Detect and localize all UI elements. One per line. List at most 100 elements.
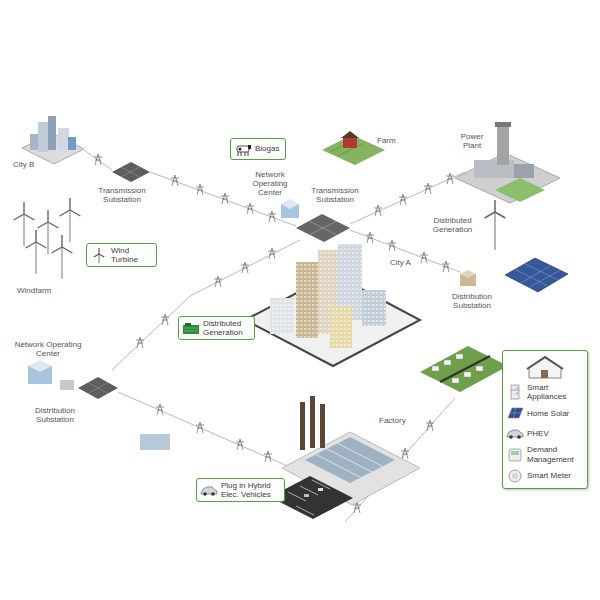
car [318,488,323,491]
house-icon-part [527,357,563,369]
demand-icon [506,447,524,463]
tower-top [495,122,511,127]
pylon [264,451,272,462]
plant-lawn [495,178,545,202]
feature-text: Home Solar [527,409,569,418]
turbine-icon-part [94,248,104,257]
place-label: Farm [376,136,397,145]
control-building-roof [281,199,299,209]
place-label: Transmission Substation [91,186,153,204]
pylon [236,439,244,450]
cow-icon-part [237,146,249,152]
text-column: Plug in Hybrid Elec. Vehicles [221,481,279,499]
building [38,122,48,152]
place-label: Power Plant [455,132,489,150]
barn [343,138,357,148]
box-text: Plug in Hybrid Elec. Vehicles [221,481,279,499]
box-text: Distributed Generation [203,319,249,337]
pylon [161,314,169,325]
callout-box: Wind Turbine [86,243,157,267]
car-icon-part [507,430,523,437]
demand-icon-part [509,449,521,461]
pylon [401,448,409,459]
pylon [268,248,276,259]
car-icon [506,425,524,441]
power-line [84,150,112,170]
box-text: Biogas [255,144,279,153]
neighborhood [420,346,508,392]
place-label: Distributed Generation [424,216,481,234]
cooling-tower [497,125,509,165]
demand-icon-part [511,451,519,455]
house-icon-part [529,358,561,378]
substation-building [60,380,74,390]
place-label: City B [12,160,35,169]
place-label: Distribution Substation [25,406,85,424]
solar-grid [515,264,560,287]
generator-icon-part [184,328,198,331]
text-column: Biogas [255,144,279,153]
parking-stripes [288,480,330,515]
building [48,116,56,150]
substation-grid [121,167,140,177]
pylon [399,194,407,205]
house-header [506,355,584,379]
solar-icon-part [510,408,521,418]
feature-row: Demand Management [506,445,584,463]
chimney [320,404,325,448]
feature-text: Demand Management [527,445,584,463]
place-label: Factory [378,416,407,425]
callout-box: Biogas [230,138,286,160]
pylon [446,173,454,184]
generator-icon-part [185,323,191,326]
substation [296,214,350,242]
place-label: Network Operating Center [244,170,296,198]
car-icon-part [203,492,207,496]
control-building-roof [28,360,52,372]
turbine-icon-part [99,254,100,263]
solar-icon-part [508,408,523,418]
place-label: Distribution Substation [442,292,502,310]
pylon [268,211,276,222]
pylon [214,276,222,287]
pylon [171,175,179,186]
generator-icon [182,320,200,336]
car-icon-part [211,492,215,496]
pylon [246,203,254,214]
generator-icon-part [183,325,199,334]
building [68,137,76,150]
pylon [196,184,204,195]
fridge-icon-part [511,387,519,395]
pylon [426,420,434,431]
cow-icon-part [248,145,251,149]
power-line [350,230,460,272]
pylon [374,205,382,216]
pylon [196,422,204,433]
factory-roof [316,444,383,478]
callout-box: Distributed Generation [178,316,255,340]
text-column: Wind Turbine [111,246,151,264]
building [58,128,69,150]
box-text: Wind Turbine [111,246,151,264]
chimney [310,396,315,448]
turbine-pole [494,212,495,250]
building-windows [270,244,386,348]
cow-icon-part [239,148,242,151]
place-label: Network Operating Center [7,340,89,358]
car-icon-part [517,436,521,440]
chimney [300,402,305,450]
turbine-blades [14,198,81,253]
feature-panel: Smart AppliancesHome SolarPHEVDemand Man… [502,350,588,489]
barn-roof [341,131,359,138]
pylon [388,240,396,251]
substation-grid [88,383,108,394]
plant-hall [514,164,534,178]
pylon [241,262,249,273]
house-icon [525,355,565,379]
feature-row: Smart Meter [506,468,584,484]
house-icon-part [541,370,548,378]
place-label: City A [389,258,412,267]
meter-icon [506,468,524,484]
houses [432,354,483,383]
